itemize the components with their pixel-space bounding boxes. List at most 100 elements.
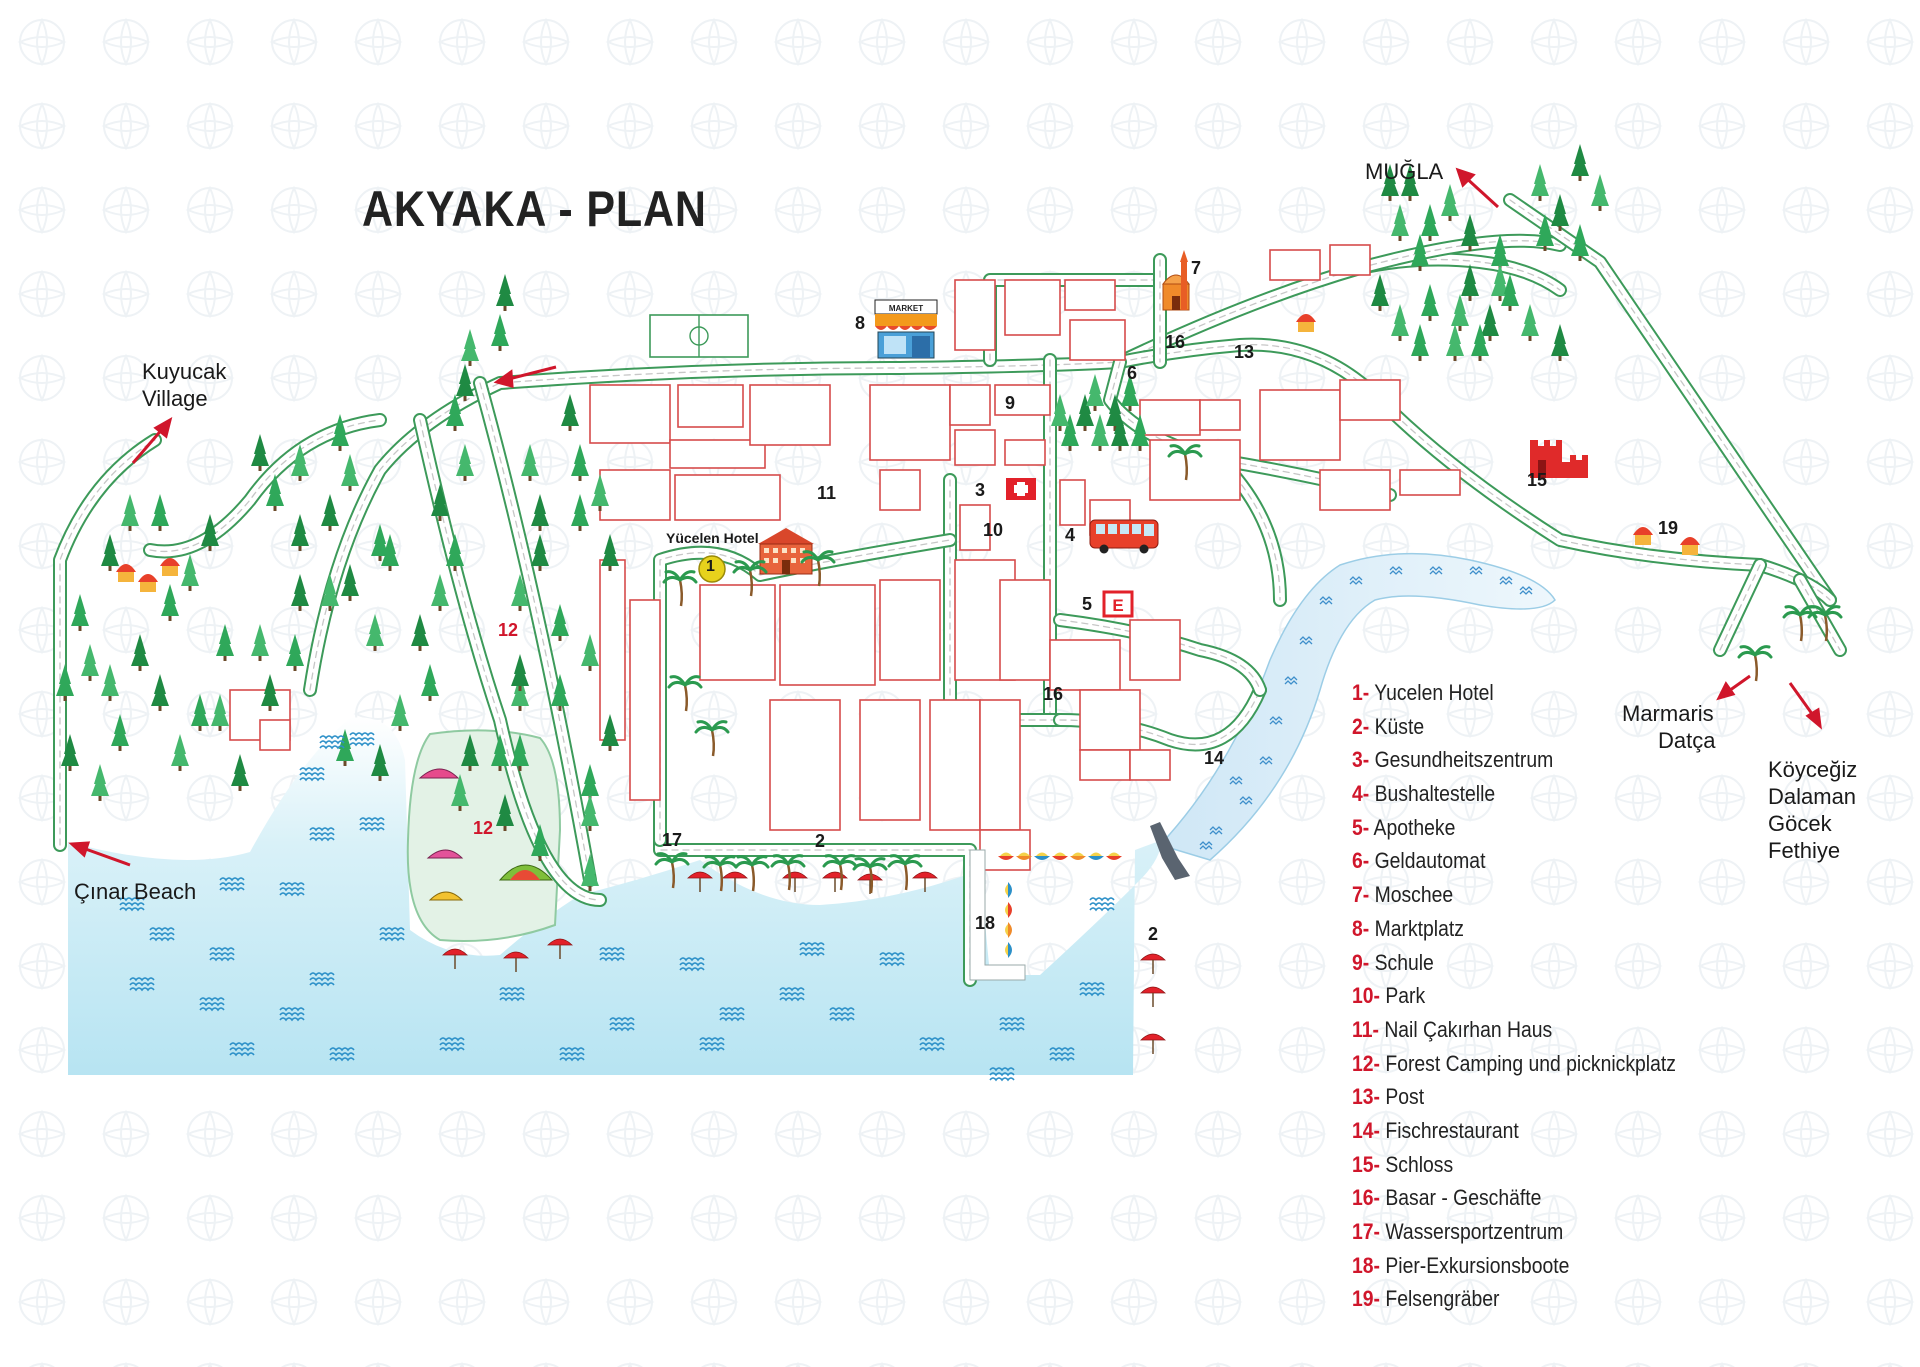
legend-number: 13- — [1352, 1084, 1380, 1110]
tree-icon — [1064, 414, 1076, 434]
tree-trunk — [538, 856, 542, 861]
tree-icon — [1464, 214, 1476, 234]
tree-trunk — [1468, 246, 1472, 251]
legend-item: 11- Nail Çakırhan Haus — [1352, 1013, 1676, 1047]
legend-number: 11- — [1352, 1016, 1379, 1042]
health-centre-icon — [1006, 478, 1036, 500]
wave-icon — [279, 1012, 305, 1017]
wave-icon — [879, 962, 905, 967]
direction-label-kuyucak: Kuyucak — [142, 359, 227, 384]
legend-item: 7- Moschee — [1352, 878, 1676, 912]
legend-label: Basar - Geschäfte — [1385, 1185, 1542, 1211]
tree-icon — [1424, 284, 1436, 304]
wave-icon — [559, 1047, 585, 1052]
city-block — [999, 579, 1051, 681]
wave-icon — [499, 992, 525, 997]
tree-icon — [1524, 304, 1536, 324]
wave-icon — [309, 837, 335, 842]
tree-icon — [1094, 414, 1106, 434]
city-block — [954, 279, 996, 351]
wave-icon — [329, 1057, 355, 1062]
tree-icon — [74, 594, 86, 614]
wave-icon — [829, 1007, 855, 1012]
tree-icon — [584, 794, 596, 814]
legend-item: 15- Schloss — [1352, 1148, 1676, 1182]
tree-icon — [464, 329, 476, 349]
city-block — [1399, 469, 1461, 496]
tree-icon — [219, 624, 231, 644]
river-wave-icon — [1299, 636, 1313, 641]
wave-icon — [199, 997, 225, 1002]
hut-icon — [1680, 537, 1700, 545]
boat-icon — [1008, 942, 1012, 958]
wave-icon — [989, 1067, 1015, 1072]
tree-icon — [334, 414, 346, 434]
wave-icon — [379, 927, 405, 932]
tree-icon — [464, 734, 476, 754]
legend-item: 3- Gesundheitszentrum — [1352, 743, 1676, 777]
tree-trunk — [268, 706, 272, 711]
legend-label: Bushaltestelle — [1374, 781, 1496, 807]
boat-icon — [1036, 852, 1048, 856]
tree-trunk — [343, 761, 347, 766]
tree-trunk — [1468, 296, 1472, 301]
road-centre-line — [479, 382, 591, 881]
river-wave-icon — [1319, 600, 1333, 605]
palm-tree-icon — [662, 570, 698, 584]
legend-number: 15- — [1352, 1151, 1380, 1177]
tree-trunk — [558, 636, 562, 641]
tree-trunk — [468, 766, 472, 771]
wave-icon — [1089, 907, 1115, 912]
football-pitch — [649, 314, 749, 358]
tree-trunk — [1408, 196, 1412, 201]
palm-trunk — [670, 861, 676, 889]
umbrella-icon — [1140, 1033, 1166, 1041]
map-number-10: 10 — [983, 520, 1004, 540]
umbrella-icon — [1140, 953, 1166, 961]
tree-icon — [424, 664, 436, 684]
tree-trunk — [598, 506, 602, 511]
tree-icon — [494, 734, 506, 754]
wave-icon — [149, 927, 175, 932]
tree-icon — [164, 584, 176, 604]
wave-icon — [309, 982, 335, 987]
tree-icon — [1464, 264, 1476, 284]
river-wave-icon — [1259, 760, 1273, 765]
wave-icon — [919, 1037, 945, 1042]
direction-label-kuyucak-village: Village — [142, 386, 208, 411]
wave-icon — [309, 977, 335, 982]
tree-icon — [434, 574, 446, 594]
wave-icon — [919, 1047, 945, 1052]
tree-icon — [254, 624, 266, 644]
tree-trunk — [1528, 336, 1532, 341]
tree-trunk — [1428, 236, 1432, 241]
hotel-marker[interactable] — [698, 555, 726, 583]
tree-icon — [554, 674, 566, 694]
tree-icon — [514, 734, 526, 754]
tree-icon — [574, 444, 586, 464]
huts — [116, 314, 1700, 592]
boat-icon — [1072, 852, 1084, 856]
river-wave-icon — [1239, 796, 1253, 801]
river-wave-icon — [1269, 720, 1283, 725]
tree-icon — [384, 534, 396, 554]
legend-item: 9- Schule — [1352, 946, 1676, 980]
river-bridge — [1150, 822, 1190, 880]
legend-label: Schule — [1374, 949, 1434, 975]
tree-trunk — [453, 426, 457, 431]
umbrella-icon — [547, 938, 573, 946]
tree-trunk — [1578, 176, 1582, 181]
city-block — [979, 829, 1031, 871]
tree-trunk — [588, 826, 592, 831]
tree-trunk — [1138, 446, 1142, 451]
palm-tree-icon — [822, 854, 858, 868]
river-wave-icon — [1319, 596, 1333, 601]
tree-icon — [434, 484, 446, 504]
legend-item: 18- Pier-Exkursionsboote — [1352, 1249, 1676, 1283]
forest — [56, 144, 1609, 891]
map-number-2: 2 — [815, 831, 826, 851]
tree-icon — [1454, 294, 1466, 314]
tree-trunk — [1083, 426, 1087, 431]
wave-icon — [349, 737, 375, 742]
boat-icon — [1008, 882, 1012, 898]
